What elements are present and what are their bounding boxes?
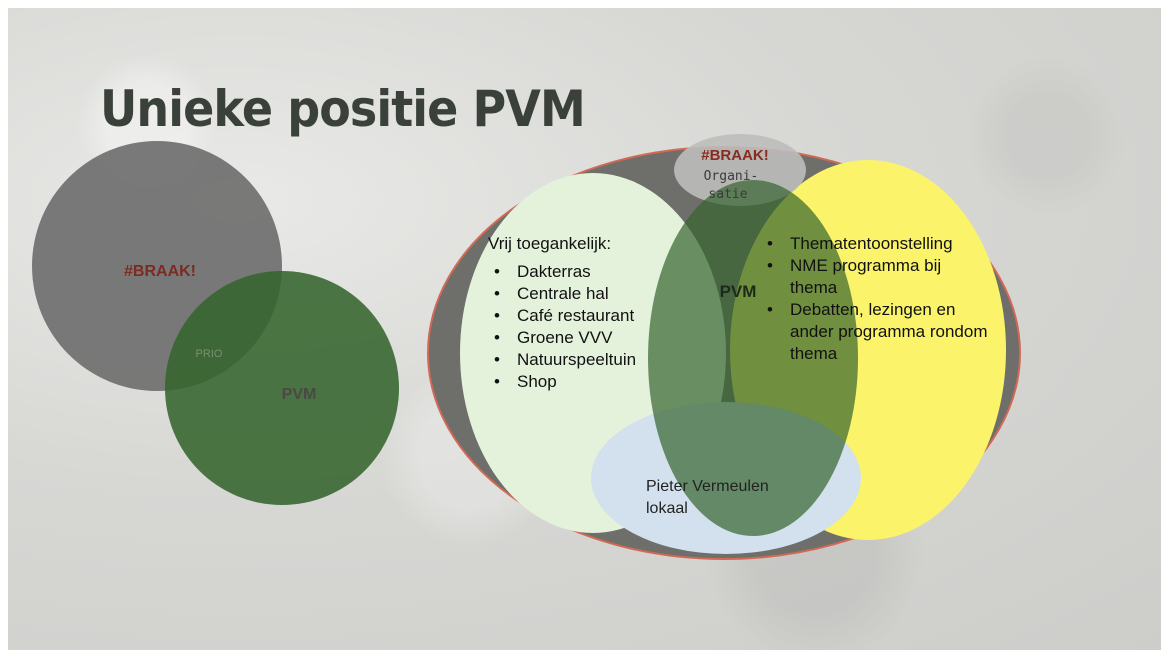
list-item: Natuurspeeltuin <box>490 349 690 371</box>
vrij-toegankelijk-list: Dakterras Centrale hal Café restaurant G… <box>490 261 690 393</box>
pieter-vermeulen-label: Pieter Vermeulen lokaal <box>646 476 816 520</box>
list-item: Café restaurant <box>490 305 690 327</box>
left-venn: #BRAAK! PRIO PVM <box>32 141 399 505</box>
list-item: NME programma bij thema <box>763 255 993 299</box>
pieter-vermeulen-line-1: Pieter Vermeulen <box>646 478 769 495</box>
thema-list: Thematentoonstelling NME programma bij t… <box>763 233 993 365</box>
pvm-circle-left-label: PVM <box>282 386 317 403</box>
left-overlap-label: PRIO <box>196 348 223 360</box>
slide-title: Unieke positie PVM <box>100 80 586 138</box>
braak-circle-label: #BRAAK! <box>124 263 196 280</box>
organisatie-label-1: Organi- <box>704 169 759 184</box>
list-item: Dakterras <box>490 261 690 283</box>
list-item: Debatten, lezingen en ander programma ro… <box>763 299 993 365</box>
list-item: Centrale hal <box>490 283 690 305</box>
organisatie-label-2: satie <box>708 187 747 202</box>
list-item: Thematentoonstelling <box>763 233 993 255</box>
vrij-toegankelijk-heading: Vrij toegankelijk: <box>488 234 612 253</box>
pieter-vermeulen-line-2: lokaal <box>646 500 688 517</box>
list-item: Groene VVV <box>490 327 690 349</box>
slide: Unieke positie PVM #BRAAK! PRIO PVM #BRA… <box>8 8 1161 650</box>
list-item: Shop <box>490 371 690 393</box>
pvm-center-label: PVM <box>720 282 757 301</box>
pvm-circle-left <box>165 271 399 505</box>
braak-brand-label: #BRAAK! <box>701 147 769 164</box>
